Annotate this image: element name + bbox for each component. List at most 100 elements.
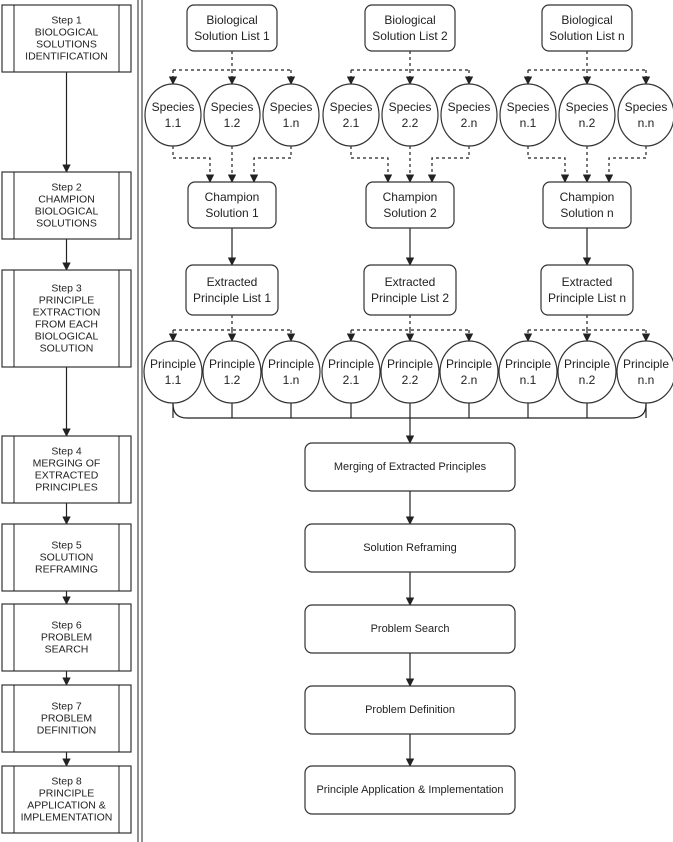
step-2-label: BIOLOGICAL [35, 206, 99, 218]
group-2-principle-2-label: Principle [387, 357, 433, 371]
step-3-label: EXTRACTION [33, 307, 101, 319]
step-1-label: SOLUTIONS [36, 39, 97, 51]
group-2-species-3-label: Species [448, 100, 491, 114]
group-3-champion-label: Champion [560, 190, 615, 204]
group-1-principle-1: Principle 1.1 [143, 340, 203, 404]
step-6-shape [1, 603, 132, 672]
step-8-shape [1, 765, 132, 834]
group-1-champion-label: Champion [205, 190, 260, 204]
process-application-shape [304, 765, 516, 815]
group-3-species-3-label: n.n [638, 116, 655, 130]
group-3-principle-3-label: Principle [623, 357, 669, 371]
group-3-principle-2: Principle n.2 [557, 340, 617, 404]
node-layer: Step 1BIOLOGICALSOLUTIONSIDENTIFICATIONS… [1, 4, 673, 834]
step-7-label: DEFINITION [37, 725, 97, 737]
group-3-principle-2-shape [557, 340, 617, 404]
group-1-principle-3-label: Principle [268, 357, 314, 371]
group-1-champion-label: Solution 1 [205, 206, 259, 220]
group-3-principle-1-label: n.1 [520, 373, 537, 387]
step-7-label: Step 7 [51, 701, 82, 713]
group-3-extracted-list-shape [540, 264, 634, 316]
group-2-champion-label: Solution 2 [383, 206, 437, 220]
step-8-label: Step 8 [51, 776, 82, 788]
group-1-extracted-fan [173, 315, 291, 331]
step-2-label: CHAMPION [38, 194, 95, 206]
group-2-species-3-label: 2.n [461, 116, 478, 130]
group-1-principle-3-shape [261, 340, 321, 404]
process-problem-definition: Problem Definition [304, 685, 516, 735]
group-3-champion-label: Solution n [560, 206, 613, 220]
group-2-species-to-champion [350, 146, 393, 183]
process-reframing-shape [304, 523, 516, 573]
step-1-label: IDENTIFICATION [25, 51, 108, 63]
group-1-principle-1-label: 1.1 [165, 373, 182, 387]
process-problem-definition-shape [304, 685, 516, 735]
group-3-species-1-label: n.1 [520, 116, 537, 130]
step-2-label: SOLUTIONS [36, 218, 97, 230]
group-1-principle-1-label: Principle [150, 357, 196, 371]
group-3-solution-list-label: Biological [561, 13, 612, 27]
group-1-principle-2-label: Principle [209, 357, 255, 371]
group-1-species-to-champion [249, 146, 292, 183]
group-3-species-2-shape [558, 83, 616, 147]
step-5-label: SOLUTION [40, 552, 94, 564]
step-5-label: Step 5 [51, 540, 82, 552]
group-1-extracted-list-shape [185, 264, 279, 316]
group-2-solution-list-shape [364, 4, 456, 52]
process-reframing-label: Solution Reframing [363, 542, 457, 554]
group-2-principle-3-shape [439, 340, 499, 404]
step-1-shape [1, 4, 132, 73]
group-2-champion-shape [365, 181, 455, 229]
step-8-label: IMPLEMENTATION [21, 812, 113, 824]
step-6-label: SEARCH [45, 644, 89, 656]
group-1-species-1-label: Species [152, 100, 195, 114]
group-3-solution-list-shape [541, 4, 633, 52]
group-3-principle-2-label: n.2 [579, 373, 596, 387]
group-3-principle-2-label: Principle [564, 357, 610, 371]
group-1-species-2-shape [203, 83, 261, 147]
step-8-label: APPLICATION & [27, 800, 106, 812]
group-2-extracted-fan [351, 315, 469, 331]
step-4-label: EXTRACTED [35, 470, 99, 482]
process-merging-shape [304, 442, 516, 492]
group-3-species-3-shape [617, 83, 673, 147]
group-2-species-2-label: 2.2 [402, 116, 419, 130]
group-3-champion-shape [542, 181, 632, 229]
step-5-label: REFRAMING [35, 564, 98, 576]
step-3-label: Step 3 [51, 283, 82, 295]
group-1-solution-list-label: Biological [206, 13, 257, 27]
group-2-species-3-shape [440, 83, 498, 147]
group-2-extracted-list-label: Principle List 2 [371, 291, 449, 305]
group-1-species-3-shape [262, 83, 320, 147]
process-reframing: Solution Reframing [304, 523, 516, 573]
group-2-champion-label: Champion [383, 190, 438, 204]
group-3-species-to-champion [604, 146, 647, 183]
group-3-principle-1-label: Principle [505, 357, 551, 371]
group-3-species-1-shape [499, 83, 557, 147]
step-4-shape [1, 435, 132, 504]
step-7-shape [1, 684, 132, 753]
group-3-extracted-fan [528, 315, 646, 331]
group-1-solution-list-shape [186, 4, 278, 52]
step-7-label: PROBLEM [41, 713, 92, 725]
step-6-label: Step 6 [51, 620, 82, 632]
group-3-species-to-champion [527, 146, 570, 183]
step-6-label: PROBLEM [41, 632, 92, 644]
